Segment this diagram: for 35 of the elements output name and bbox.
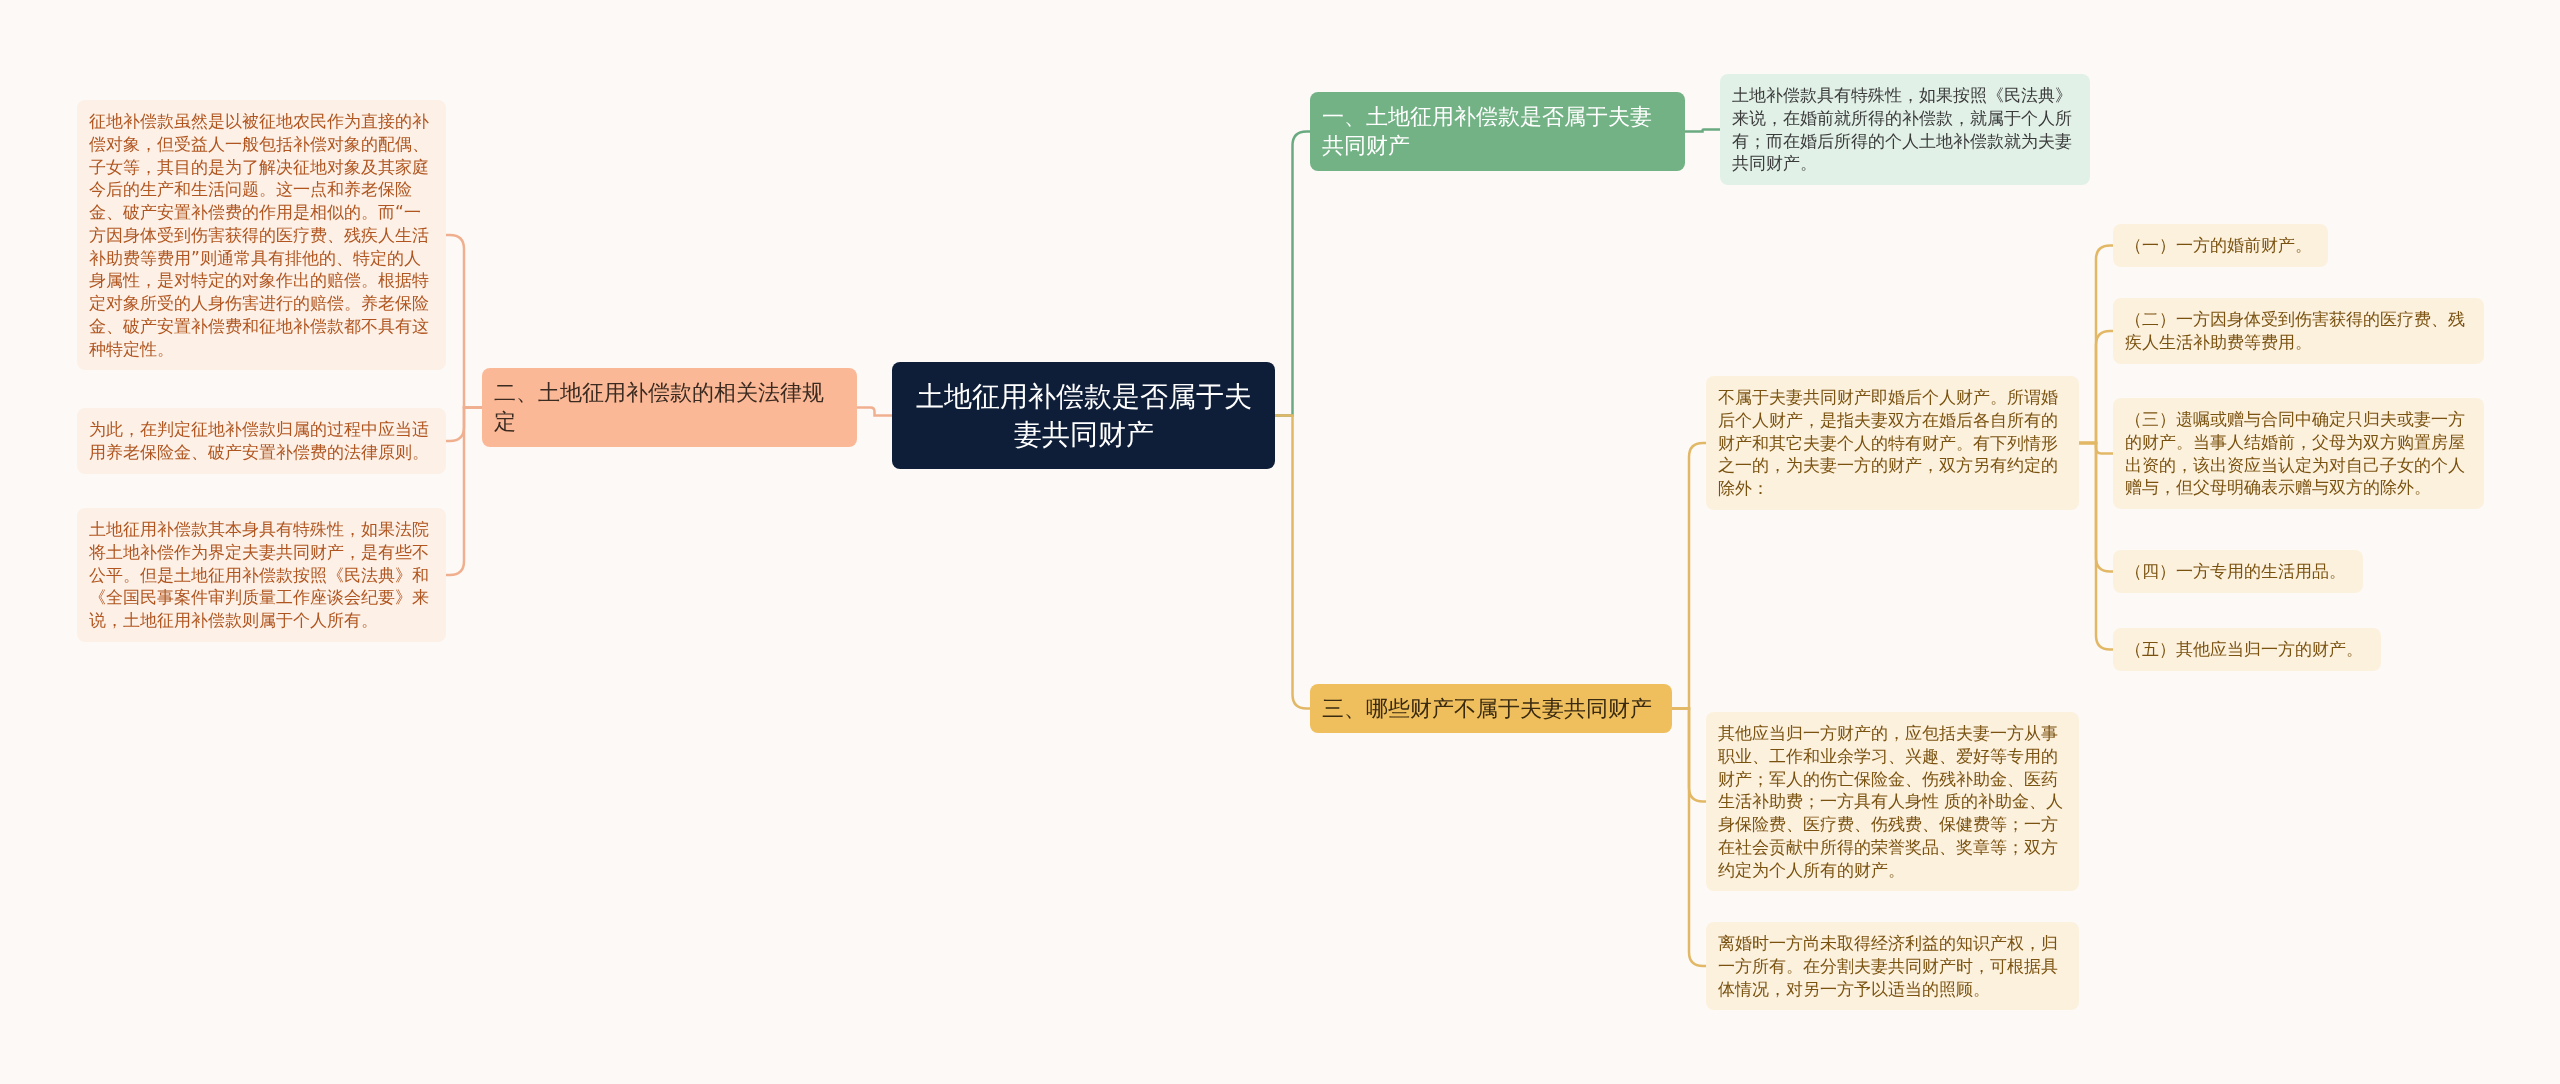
note-text: 为此，在判定征地补偿款归属的过程中应当适用养老保险金、破产安置补偿费的法律原则。	[89, 418, 430, 464]
note-text: 不属于夫妻共同财产即婚后个人财产。所谓婚后个人财产，是指夫妻双方在婚后各自所有的财产和其它夫妻个人的特有财产。有下列情形之一的，为夫妻一方的财产，双方另有约定的除外：	[1718, 386, 2059, 500]
note-box	[77, 408, 446, 474]
connector-line	[1685, 128, 1720, 133]
note-box	[1706, 922, 2079, 1011]
note-text: （一）一方的婚前财产。	[2125, 234, 2313, 257]
connector-line	[2079, 441, 2113, 651]
note-box	[2113, 628, 2381, 671]
note-box	[2113, 298, 2484, 364]
note-text: （三）遗嘱或赠与合同中确定只归夫或妻一方的财产。当事人结婚前，父母为双方购置房屋出资的，该出资应当认定为对自己子女的个人赠与，但父母明确表示赠与双方的除外。	[2125, 408, 2466, 500]
note-text: 其他应当归一方财产的，应包括夫妻一方从事职业、工作和业余学习、兴趣、爱好等专用的财产；军人的伤亡保险金、伤残补助金、医药生活补助费；一方具有人身性 质的补助金、人身保险费、医疗费、伤残费、保健费等；一方在社会贡献中所得的荣誉奖品、奖章等；双方约定为个人所有的财产。	[1718, 722, 2065, 882]
note-text: （二）一方因身体受到伤害获得的医疗费、残疾人生活补助费等费用。	[2125, 308, 2466, 354]
note-box	[1706, 376, 2079, 510]
note-text: （五）其他应当归一方的财产。	[2125, 638, 2364, 661]
note-box	[1706, 712, 2079, 892]
note-text: 征地补偿款虽然是以被征地农民作为直接的补偿对象，但受益人一般包括补偿对象的配偶、子女等，其目的是为了解决征地对象及其家庭今后的生产和生活问题。这一点和养老保险金、破产安置补偿费的作用是相似的。而“一方因身体受到伤害获得的医疗费、残疾人生活补助费等费用”则通常具有排他的、特定的人身属性，是对特定的对象作出的赔偿。根据特定对象所受的人身伤害进行的赔偿。养老保险金、破产安置补偿费和征地补偿款都不具有这种特定性。	[89, 110, 430, 361]
note-box	[1720, 74, 2090, 186]
connector-line	[857, 406, 892, 417]
branch-topic-text: 二、土地征用补偿款的相关法律规定	[494, 379, 825, 437]
note-text: 土地补偿款具有特殊性，如果按照《民法典》来说，在婚前就所得的补偿款，就属于个人所有；而在婚后所得的个人土地补偿款就为夫妻共同财产。	[1732, 84, 2073, 176]
note-box	[2113, 224, 2328, 267]
connector-line	[1672, 707, 1706, 968]
note-text: 离婚时一方尚未取得经济利益的知识产权，归一方所有。在分割夫妻共同财产时，可根据具体情况，对另一方予以适当的照顾。	[1718, 932, 2059, 1001]
note-box	[2113, 550, 2363, 593]
branch-topic-box	[482, 368, 857, 447]
branch-topic-box	[1310, 92, 1685, 171]
branch-topic-text: 三、哪些财产不属于夫妻共同财产	[1322, 695, 1653, 723]
branch-topic-box	[1310, 684, 1672, 734]
branch-topic-text: 一、土地征用补偿款是否属于夫妻共同财产	[1322, 103, 1653, 161]
note-box	[2113, 398, 2484, 510]
note-text: 土地征用补偿款其本身具有特殊性，如果法院将土地补偿作为界定夫妻共同财产，是有些不公平。但是土地征用补偿款按照《民法典》和《全国民事案件审判质量工作座谈会纪要》来说，土地征用补偿款则属于个人所有。	[89, 518, 430, 632]
note-text: （四）一方专用的生活用品。	[2125, 560, 2347, 583]
note-box	[77, 508, 446, 642]
central-topic-text: 土地征用补偿款是否属于夫妻共同财产	[914, 379, 1253, 453]
central-topic-box	[892, 362, 1275, 470]
